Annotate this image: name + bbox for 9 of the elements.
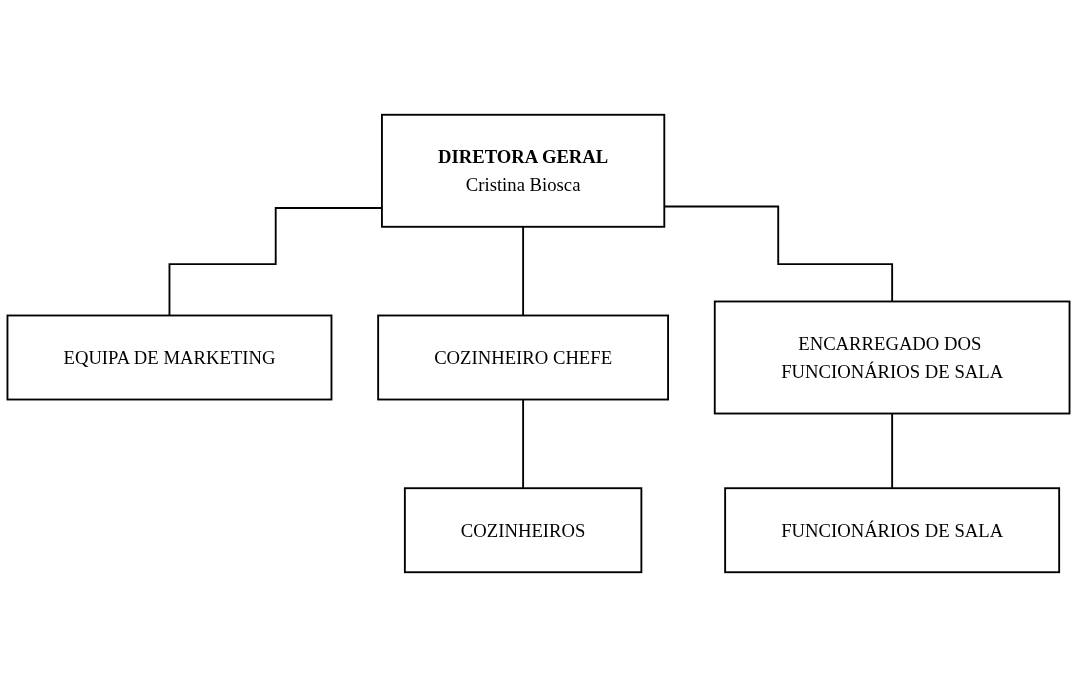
connector [891,412,894,490]
node-box: COZINHEIROS [403,487,643,574]
node-box: EQUIPA DE MARKETING [6,314,333,401]
node-box: COZINHEIRO CHEFE [377,314,669,401]
connector [522,225,525,317]
connector [522,398,525,490]
node-box: DIRETORA GERAL Cristina Biosca [381,113,666,228]
node-box: ENCARREGADO DOS FUNCIONÁRIOS DE SALA [713,300,1071,415]
node-box: FUNCIONÁRIOS DE SALA [724,487,1061,574]
